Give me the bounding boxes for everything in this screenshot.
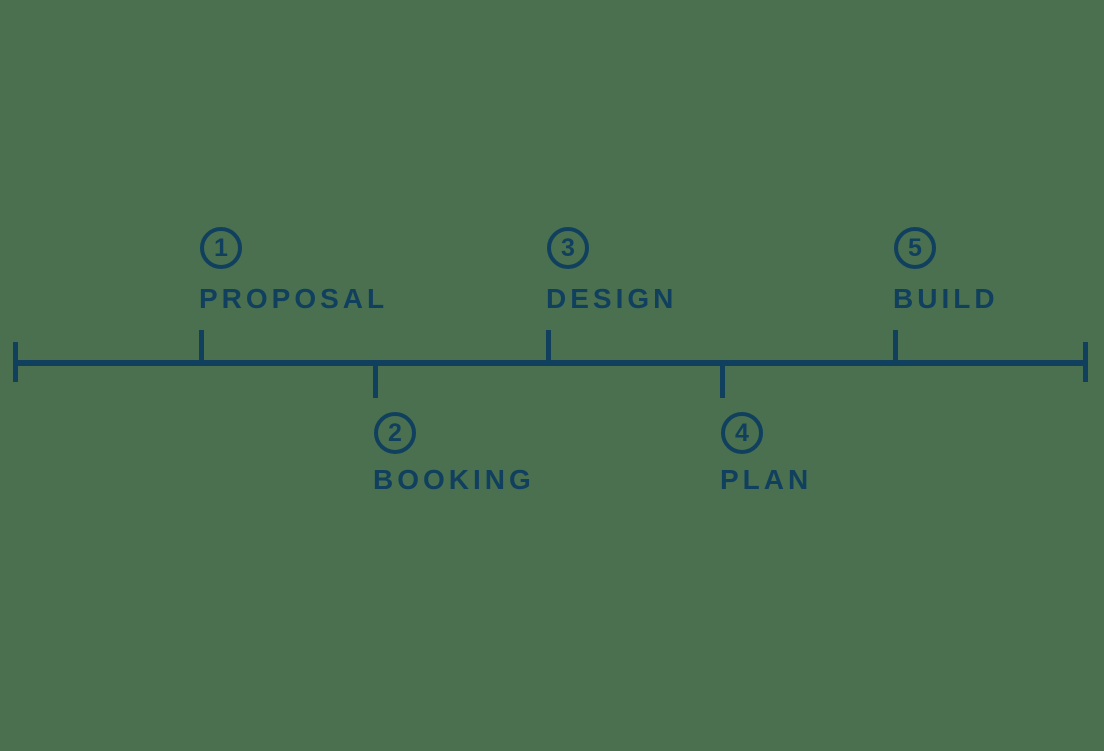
step-number: 3: [561, 234, 575, 262]
step-number-badge: 1: [200, 227, 242, 269]
step-label: DESIGN: [546, 283, 678, 314]
tick-mark: [546, 330, 551, 363]
step-label: PROPOSAL: [199, 283, 389, 314]
timeline-right-endcap: [1083, 342, 1088, 382]
step-number: 2: [388, 419, 402, 447]
step-number-badge: 5: [894, 227, 936, 269]
step-number: 1: [214, 234, 228, 262]
timeline-baseline: [15, 360, 1087, 366]
tick-mark: [199, 330, 204, 363]
tick-mark: [893, 330, 898, 363]
tick-mark: [373, 363, 378, 398]
step-number-badge: 4: [721, 412, 763, 454]
step-number: 5: [908, 234, 922, 262]
step-number-badge: 2: [374, 412, 416, 454]
step-label: PLAN: [720, 464, 813, 495]
step-label: BUILD: [893, 283, 999, 314]
step-number-badge: 3: [547, 227, 589, 269]
tick-mark: [720, 363, 725, 398]
step-number: 4: [735, 419, 749, 447]
step-label: BOOKING: [373, 464, 535, 495]
timeline-left-endcap: [13, 342, 18, 382]
